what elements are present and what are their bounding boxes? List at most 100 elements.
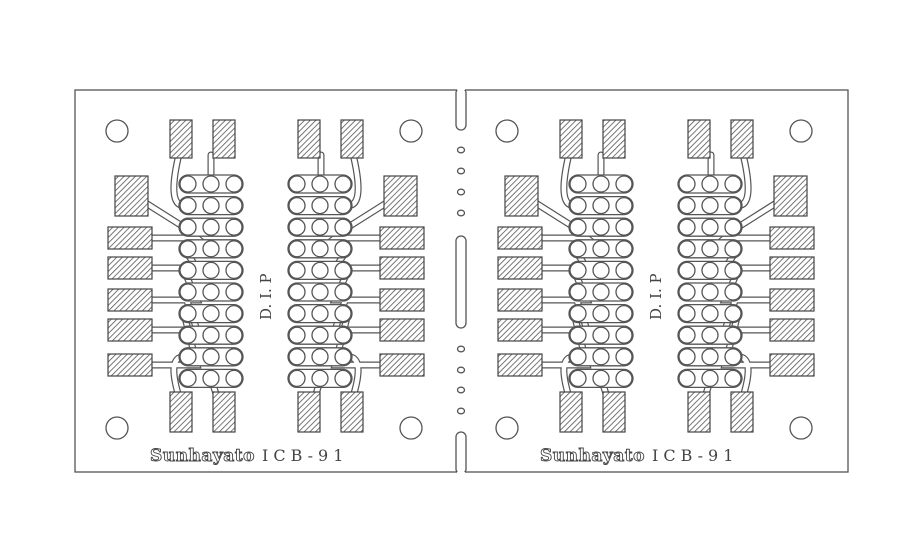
model-label: ICB-91 [262, 446, 348, 465]
smd-pad-side [497, 318, 543, 342]
perforation-hole [456, 345, 466, 353]
dip-hole [678, 196, 696, 215]
dip-hole [678, 326, 696, 344]
dip-hole [202, 369, 220, 388]
dip-hole [179, 283, 197, 301]
dip-hole [678, 218, 696, 236]
dip-hole [179, 218, 197, 236]
smd-pad-side [769, 288, 815, 312]
dip-hole [311, 326, 329, 344]
dip-hole [615, 348, 633, 366]
perforation-hole [456, 407, 466, 415]
dip-hole [701, 175, 719, 193]
smd-pad-side [379, 226, 425, 250]
dip-hole [179, 348, 197, 366]
dip-hole [334, 218, 352, 236]
dip-hole [569, 261, 587, 280]
dip-hole [569, 283, 587, 301]
dip-hole [569, 218, 587, 236]
slot-gap [457, 472, 465, 477]
smd-pad-corner [114, 175, 149, 217]
dip-hole [592, 196, 610, 215]
dip-hole [701, 283, 719, 301]
dip-hole [225, 304, 243, 323]
dip-hole [701, 240, 719, 258]
dip-hole [701, 261, 719, 280]
smd-pad-top [687, 119, 711, 159]
dip-hole [615, 304, 633, 323]
dip-hole [225, 261, 243, 280]
dip-hole [311, 240, 329, 258]
dip-hole [311, 175, 329, 193]
dip-hole [678, 283, 696, 301]
mounting-hole [105, 119, 129, 143]
dip-hole [615, 218, 633, 236]
dip-hole [179, 369, 197, 388]
dip-hole [701, 196, 719, 215]
dip-hole [225, 218, 243, 236]
dip-hole [311, 304, 329, 323]
dip-hole [225, 369, 243, 388]
perforation-hole [456, 386, 466, 394]
smd-pad-top [559, 119, 583, 159]
smd-pad-side [379, 353, 425, 377]
dip-hole [615, 240, 633, 258]
dip-hole [334, 175, 352, 193]
dip-hole [615, 261, 633, 280]
dip-hole [225, 196, 243, 215]
dip-hole [724, 261, 742, 280]
dip-hole [202, 261, 220, 280]
dip-hole [334, 369, 352, 388]
dip-hole [724, 369, 742, 388]
dip-hole [724, 304, 742, 323]
smd-pad-side [769, 353, 815, 377]
break-slot [455, 431, 467, 475]
dip-hole [724, 326, 742, 344]
smd-pad-side [769, 318, 815, 342]
perforation-hole [456, 167, 466, 175]
smd-pad-side [107, 256, 153, 280]
dip-hole [179, 175, 197, 193]
dip-hole [701, 304, 719, 323]
dip-hole [615, 369, 633, 388]
smd-pad-bottom [687, 391, 711, 433]
smd-pad-side [107, 318, 153, 342]
smd-pad-side [497, 353, 543, 377]
dip-hole [678, 261, 696, 280]
dip-hole [592, 283, 610, 301]
smd-pad-bottom [169, 391, 193, 433]
dip-hole [288, 348, 306, 366]
dip-hole [569, 196, 587, 215]
dip-hole [288, 175, 306, 193]
break-line [455, 86, 467, 477]
smd-pad-side [379, 256, 425, 280]
smd-pad-side [107, 288, 153, 312]
dip-hole [569, 326, 587, 344]
dip-hole [615, 283, 633, 301]
dip-hole [615, 175, 633, 193]
dip-hole [592, 348, 610, 366]
dip-hole [202, 175, 220, 193]
dip-hole [724, 348, 742, 366]
mounting-hole [105, 416, 129, 440]
dip-hole [592, 218, 610, 236]
smd-pad-top [340, 119, 364, 159]
dip-hole [724, 283, 742, 301]
dip-hole [202, 196, 220, 215]
dip-hole [569, 175, 587, 193]
dip-hole [179, 304, 197, 323]
dip-hole [592, 261, 610, 280]
dip-hole [701, 369, 719, 388]
dip-hole [202, 348, 220, 366]
dip-hole [179, 240, 197, 258]
dip-hole [334, 326, 352, 344]
smd-pad-top [212, 119, 236, 159]
dip-hole [202, 218, 220, 236]
slot-gap [457, 86, 465, 90]
dip-hole [569, 369, 587, 388]
dip-hole [288, 369, 306, 388]
dip-hole [592, 175, 610, 193]
perforation-hole [456, 366, 466, 374]
dip-hole [288, 218, 306, 236]
